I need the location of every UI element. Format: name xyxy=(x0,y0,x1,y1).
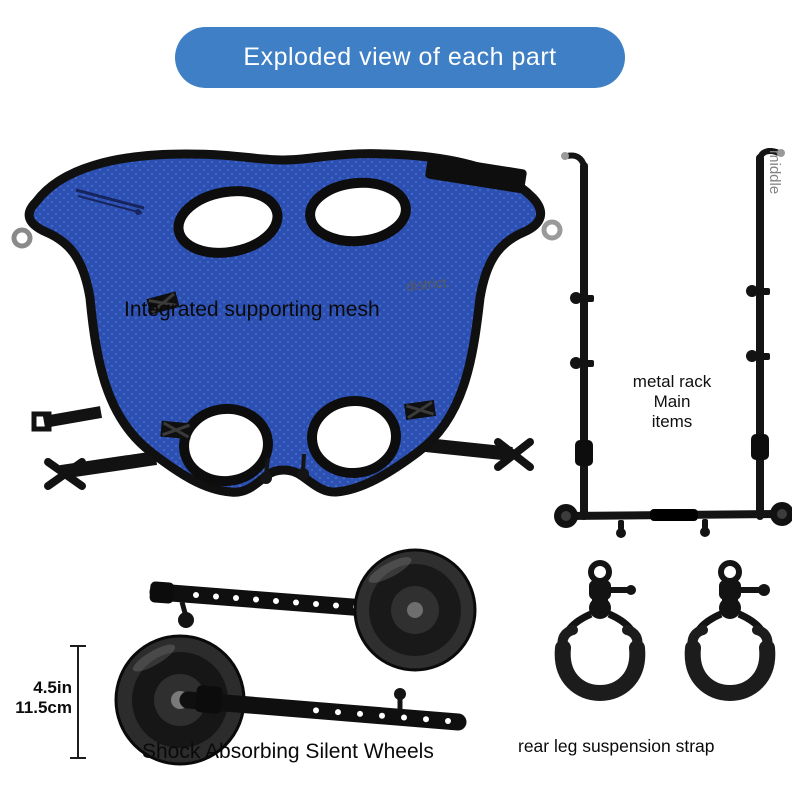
wheel-assembly-bottom-graphic xyxy=(114,634,467,766)
rack-label-line1: metal rack xyxy=(632,372,712,391)
harness-body xyxy=(24,149,546,497)
rack-label: metal rack Main items xyxy=(612,372,732,432)
harness-side-straps xyxy=(31,406,534,490)
wheel-assembly-top-graphic xyxy=(149,548,477,672)
dimension-tick-top xyxy=(70,645,86,647)
rack-top-clips xyxy=(561,149,785,160)
harness-front-openings xyxy=(173,177,411,258)
mesh-label: Integrated supporting mesh xyxy=(124,298,380,321)
suspension-strap-left-graphic xyxy=(554,560,646,701)
rack-label-line3: items xyxy=(651,412,693,431)
middle-side-label: middle xyxy=(766,150,783,195)
dimension-line xyxy=(70,645,86,759)
dimension-tick-bottom xyxy=(70,757,86,759)
suspension-strap-right-graphic xyxy=(684,560,776,701)
harness-buckles xyxy=(146,291,436,440)
title-banner-text: Exploded view of each part xyxy=(243,43,557,71)
metal-rack-graphic xyxy=(554,148,792,538)
strap-label: rear leg suspension strap xyxy=(518,736,715,756)
rack-knobs xyxy=(570,285,770,538)
title-banner: Exploded view of each part xyxy=(175,27,625,88)
wheel-top xyxy=(353,548,477,672)
rack-clamps xyxy=(554,434,792,528)
harness-rear-openings xyxy=(179,395,401,487)
rack-label-line2: Main xyxy=(653,392,691,411)
harness-graphic xyxy=(11,149,563,497)
harness-zipper xyxy=(75,188,145,215)
wheels-label: Shock Absorbing Silent Wheels xyxy=(142,740,434,763)
harness-cord-clips xyxy=(260,453,309,484)
dimension-inches: 4.5in xyxy=(33,678,72,697)
dimension-cm: 11.5cm xyxy=(15,698,72,717)
harness-velcro-strip xyxy=(425,154,527,194)
wheel-arm-bottom xyxy=(179,685,467,731)
dimension-label: 4.5in 11.5cm xyxy=(4,678,72,718)
rack-tubes xyxy=(562,148,786,520)
